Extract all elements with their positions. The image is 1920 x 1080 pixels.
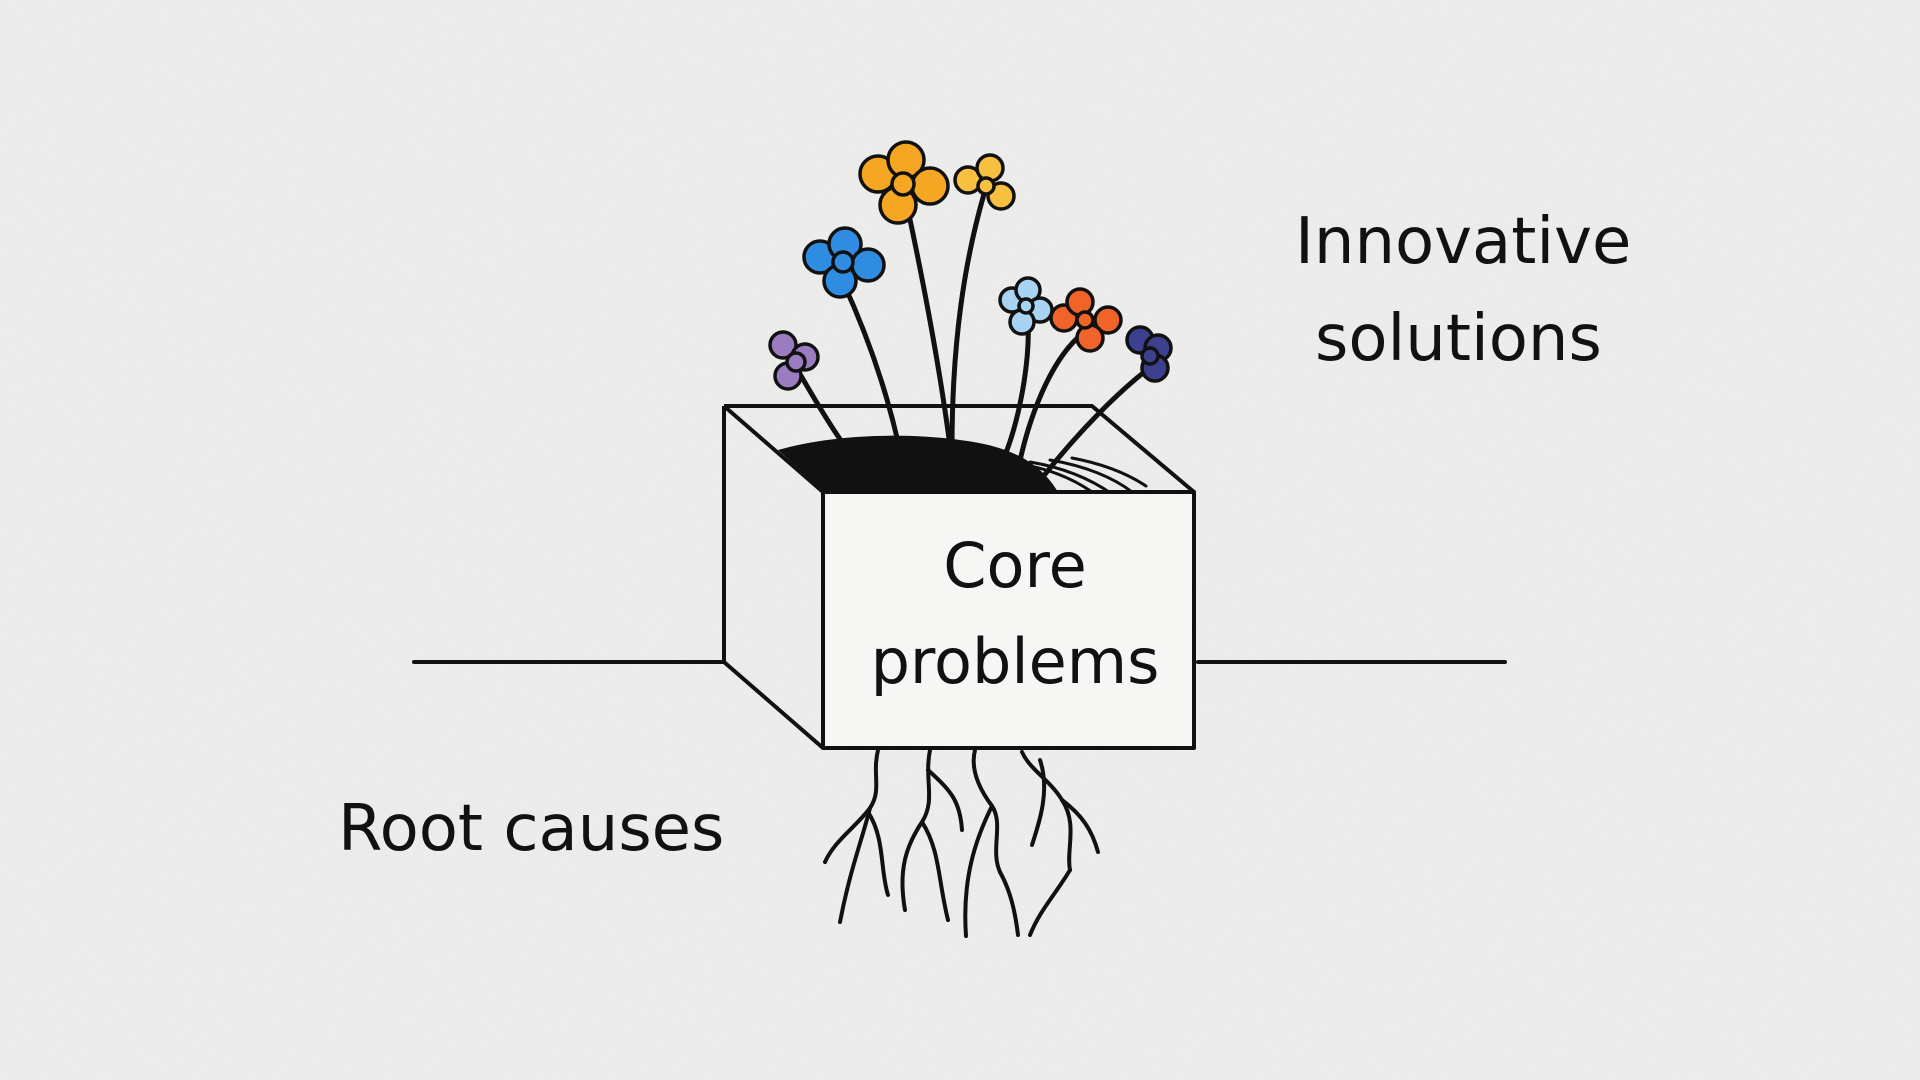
flower-icon-red-orange	[1049, 287, 1123, 353]
soil-icon	[778, 435, 1148, 496]
box-label-line2: problems	[871, 625, 1160, 698]
box-label-line1: Core	[943, 529, 1087, 602]
flower-icon-yellow	[953, 153, 1016, 211]
flower-icon-navy	[1125, 325, 1173, 383]
flower-icon-light-blue	[998, 276, 1054, 336]
box-icon	[722, 404, 1196, 750]
root-causes-label: Root causes	[338, 792, 724, 866]
solutions-label-line2: solutions	[1315, 302, 1602, 376]
solutions-label-line1: Innovative	[1295, 205, 1631, 279]
flower-icon-blue	[802, 226, 886, 299]
roots-icon	[823, 748, 1100, 938]
flower-icon-orange	[858, 140, 950, 225]
flower-icon-purple	[768, 330, 820, 391]
